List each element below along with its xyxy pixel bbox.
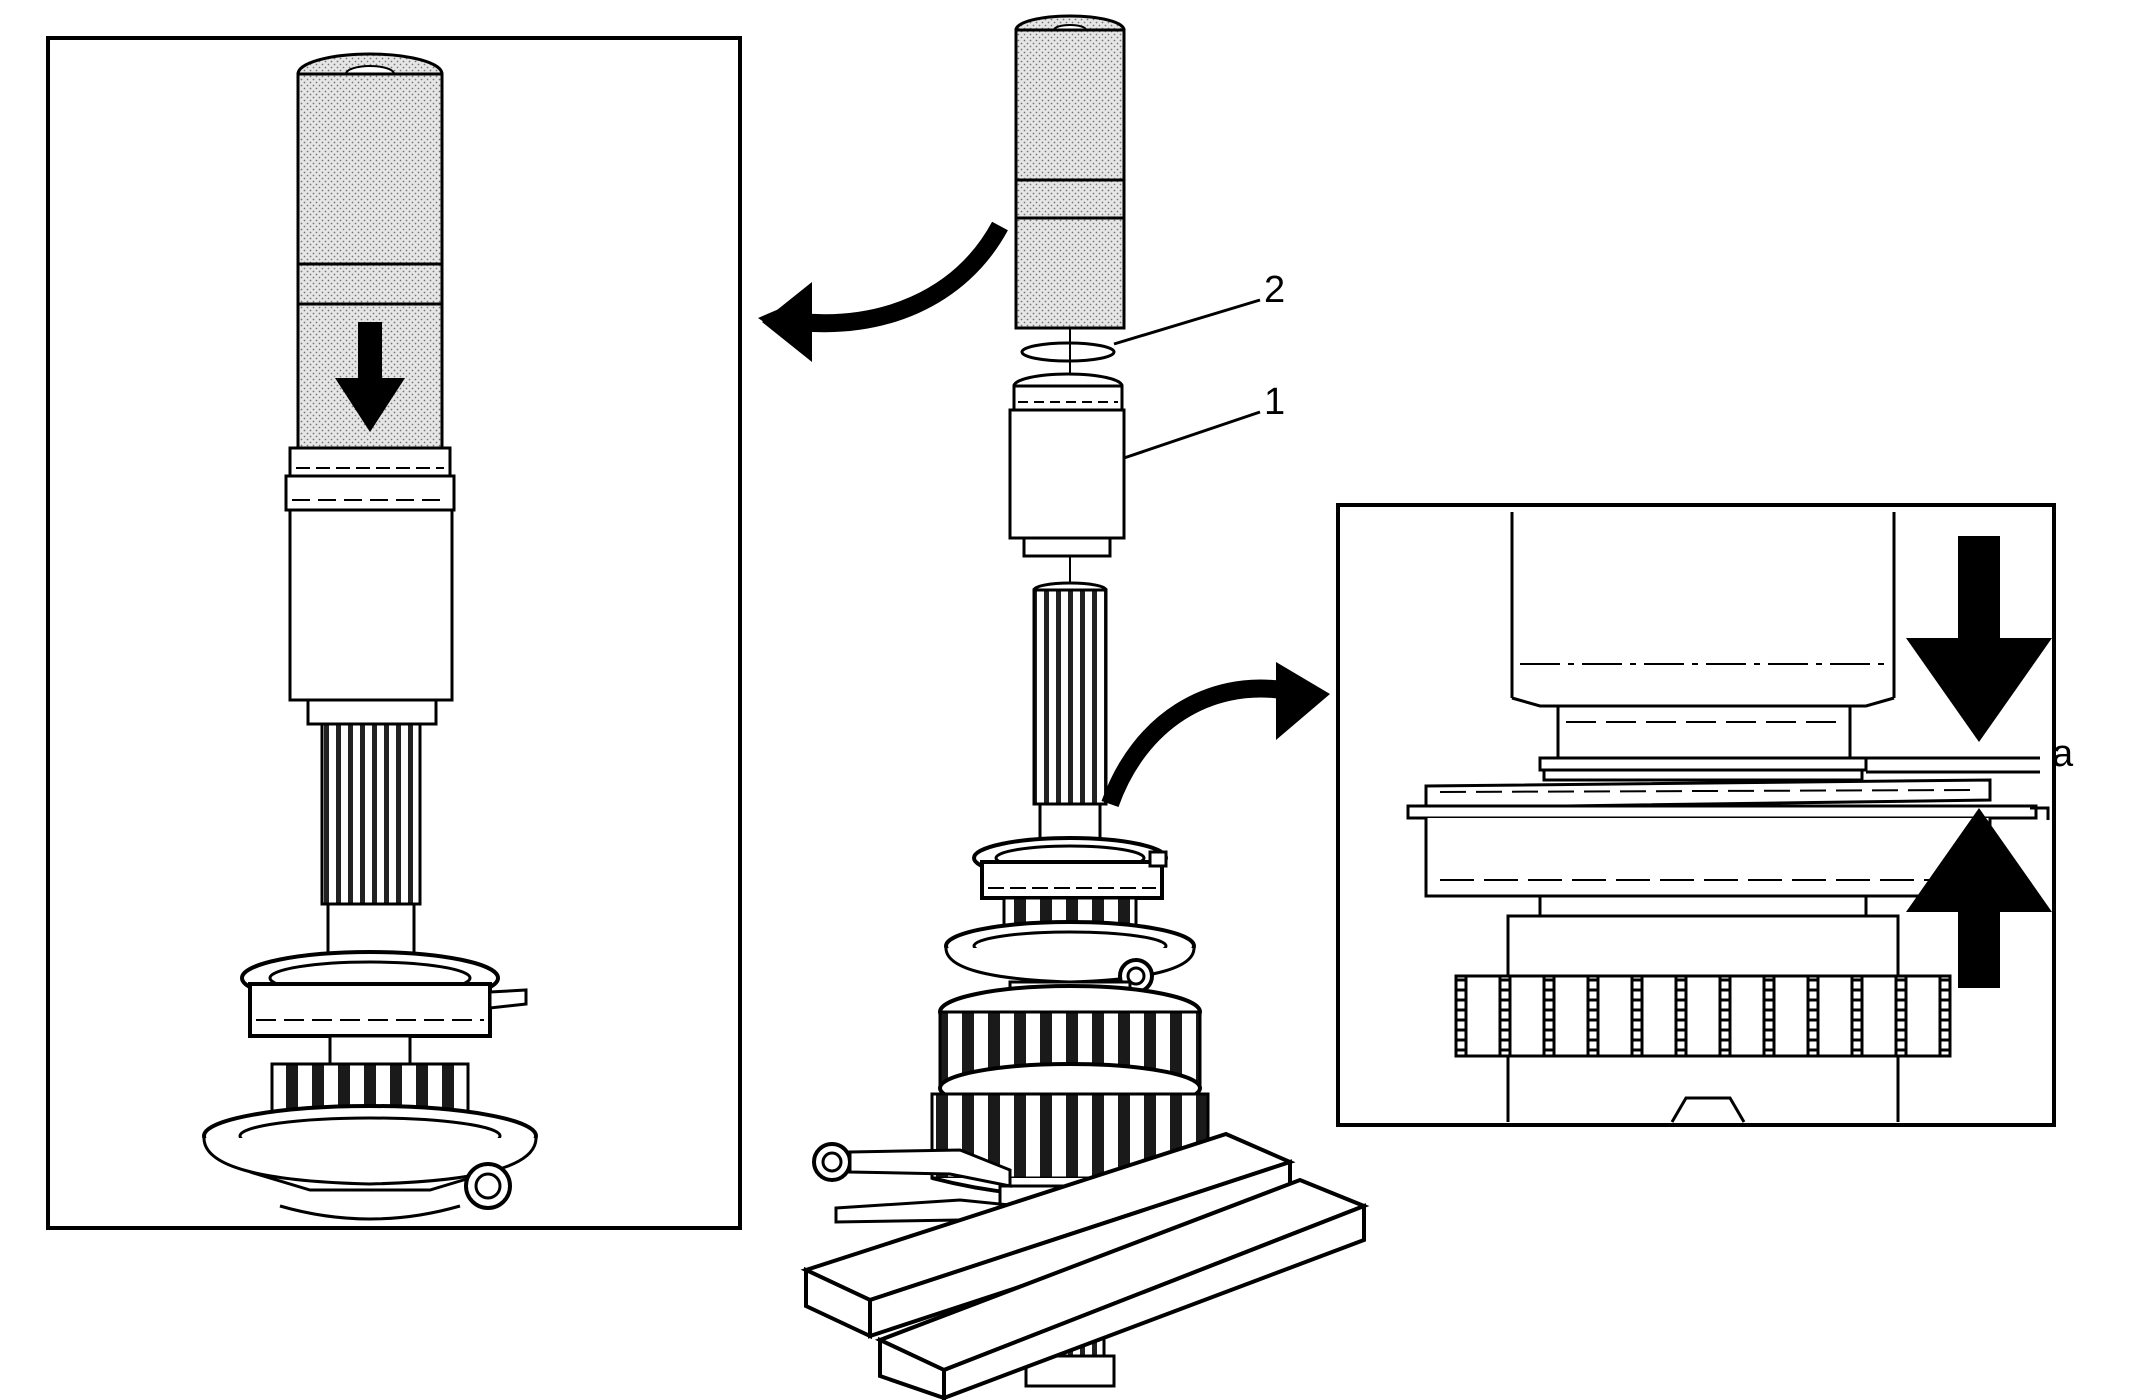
curved-arrow-right: [1101, 662, 1330, 808]
shaft-detail: [320, 722, 422, 958]
sleeve-close-up: [1510, 512, 1896, 772]
synchronizer-stack: [944, 836, 1196, 1008]
support-blocks: [800, 1131, 1370, 1400]
installer-tool-detail: [296, 52, 444, 452]
leader-line-2: [1113, 298, 1261, 346]
callout-a: a: [2052, 733, 2074, 775]
sleeve-detail: [284, 446, 456, 726]
installer-tool: [1014, 14, 1126, 330]
hub-edge-mark: [2030, 806, 2050, 820]
callout-1: 1: [1264, 381, 1285, 423]
hub-close-up: [1406, 768, 2038, 1123]
gap-arrow-up: [1906, 808, 2052, 988]
bearing-sleeve: [1008, 372, 1126, 558]
right-detail-panel: [1336, 503, 2056, 1127]
curved-arrow-left: [758, 221, 1008, 362]
callout-2: 2: [1264, 269, 1285, 311]
splined-shaft: [1032, 581, 1108, 848]
center-assembly: [800, 14, 1370, 1400]
press-direction-arrow: [335, 322, 405, 432]
left-detail-panel: [46, 36, 742, 1230]
gear-stack-detail: [202, 950, 538, 1221]
gap-arrow-down: [1906, 536, 2052, 742]
snap-ring: [1020, 341, 1116, 363]
leader-line-1: [1123, 410, 1261, 460]
